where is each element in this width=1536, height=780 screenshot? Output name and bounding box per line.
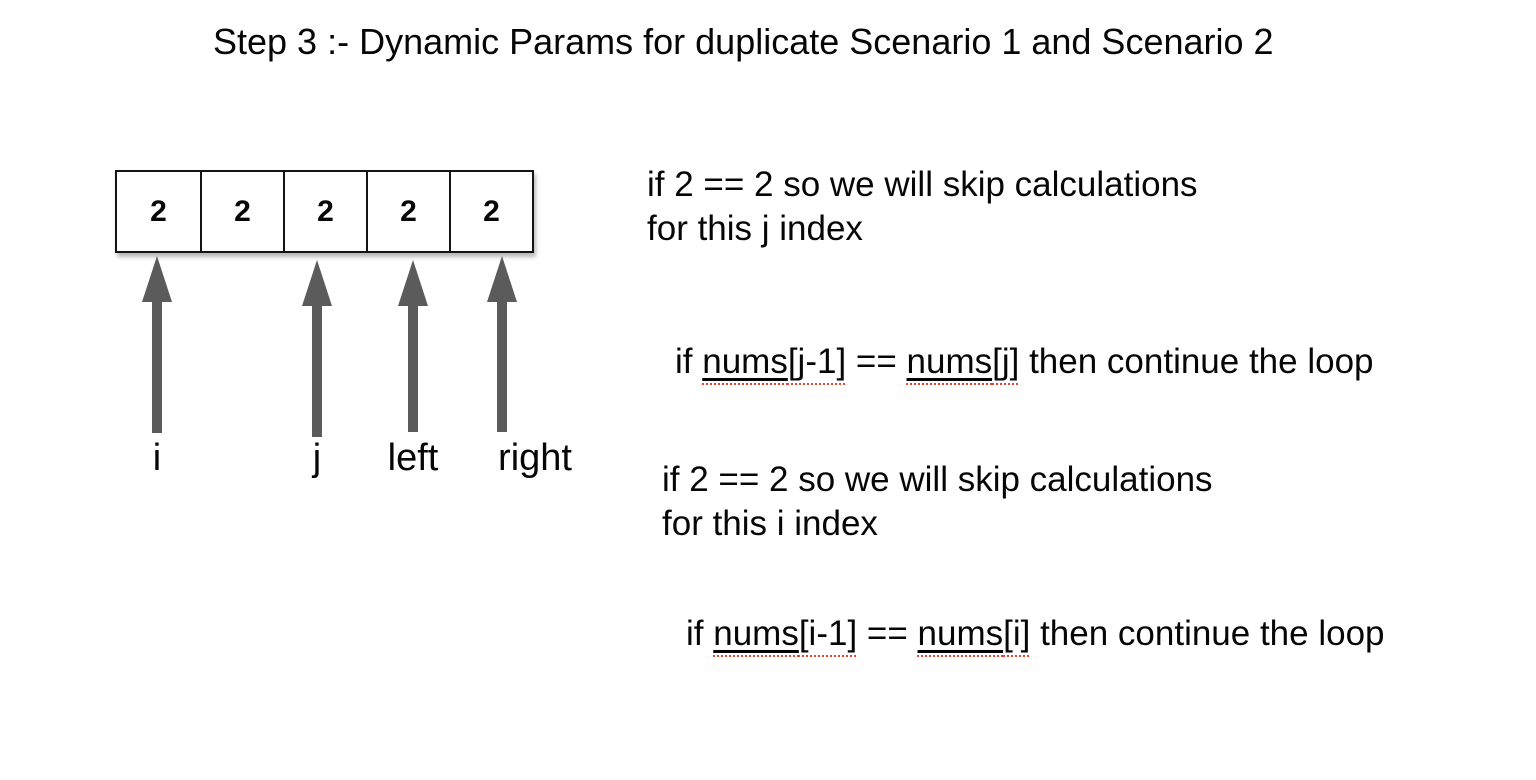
pointer-arrow-i — [142, 256, 172, 433]
note-text: if — [675, 342, 703, 381]
array-cell-value: 2 — [317, 194, 334, 228]
pointer-arrow-right — [487, 256, 517, 432]
index-expr: [j-1] — [787, 342, 847, 381]
note-line: if 2 == 2 so we will skip calculations — [647, 165, 1198, 204]
note-skip-j: if 2 == 2 so we will skip calculations f… — [647, 163, 1198, 251]
slide-title: Step 3 :- Dynamic Params for duplicate S… — [213, 21, 1274, 62]
code-token-nums-i-1: nums[i-1] — [713, 614, 857, 653]
arrow-shaft — [497, 302, 507, 432]
note-text: == — [846, 342, 907, 381]
arrow-up-icon — [398, 260, 428, 306]
note-line: for this i index — [662, 504, 878, 543]
arrow-shaft — [152, 302, 162, 433]
array-cell-3: 2 — [366, 172, 449, 251]
array-cell-value: 2 — [400, 194, 417, 228]
pointer-label-j: j — [312, 437, 322, 479]
index-expr: [i] — [1003, 614, 1031, 653]
nums-word: nums — [702, 342, 788, 381]
array-cell-value: 2 — [234, 194, 251, 228]
note-continue-j: if nums[j-1] == nums[j] then continue th… — [675, 340, 1374, 384]
code-token-nums-j-1: nums[j-1] — [702, 342, 846, 381]
array-cell-2: 2 — [283, 172, 366, 251]
nums-word: nums — [713, 614, 799, 653]
pointer-label-left: left — [387, 437, 439, 479]
pointer-label-i: i — [152, 437, 162, 479]
arrow-up-icon — [302, 260, 332, 306]
note-continue-i: if nums[i-1] == nums[i] then continue th… — [686, 612, 1385, 656]
array-cell-0: 2 — [117, 172, 200, 251]
pointer-arrow-left — [398, 260, 428, 432]
note-line: for this j index — [647, 209, 863, 248]
code-token-nums-i: nums[i] — [918, 614, 1031, 653]
array-cell-value: 2 — [483, 194, 500, 228]
note-line: if 2 == 2 so we will skip calculations — [662, 460, 1213, 499]
array-cell-value: 2 — [150, 194, 167, 228]
note-text: == — [857, 614, 918, 653]
arrow-shaft — [312, 306, 322, 437]
note-text: then continue the loop — [1030, 614, 1385, 653]
nums-word: nums — [917, 614, 1004, 653]
pointer-label-right: right — [498, 437, 572, 479]
code-token-nums-j: nums[j] — [907, 342, 1020, 381]
note-text: then continue the loop — [1019, 342, 1374, 381]
pointer-arrow-j — [302, 260, 332, 437]
arrow-up-icon — [142, 256, 172, 302]
index-expr: [i-1] — [798, 614, 858, 653]
nums-array: 2 2 2 2 2 — [115, 170, 534, 253]
array-cell-4: 2 — [449, 172, 532, 251]
arrow-shaft — [408, 306, 418, 432]
note-skip-i: if 2 == 2 so we will skip calculations f… — [662, 458, 1213, 546]
array-cell-1: 2 — [200, 172, 283, 251]
nums-word: nums — [906, 342, 993, 381]
index-expr: [j] — [992, 342, 1020, 381]
arrow-up-icon — [487, 256, 517, 302]
note-text: if — [686, 614, 714, 653]
